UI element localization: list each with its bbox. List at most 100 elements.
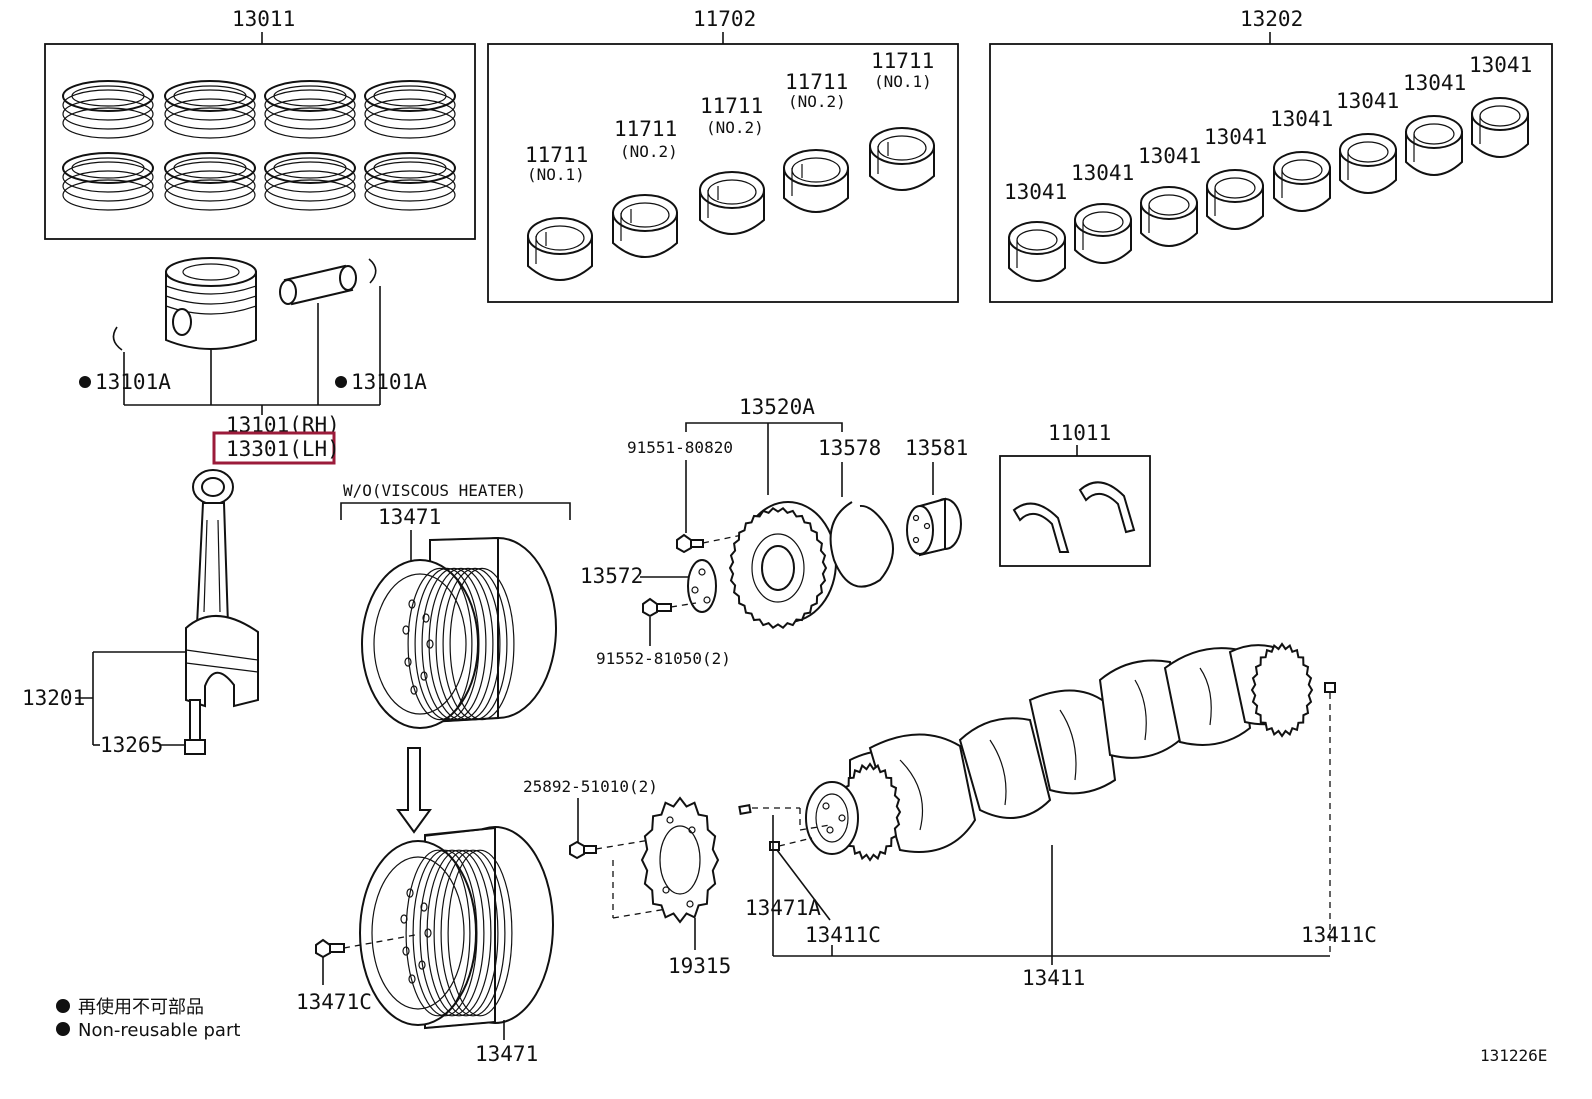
- pulley-variant-note: W/O(VISCOUS HEATER): [343, 481, 526, 500]
- crankshaft-pin-right: [1324, 682, 1336, 693]
- gear-bolt-bottom-label[interactable]: 91552-81050(2): [596, 649, 731, 668]
- crank-bearings: [527, 127, 935, 281]
- crank-bearing-label-3[interactable]: 11711: [700, 94, 763, 118]
- con-rod-bearing-label[interactable]: 13041: [1071, 161, 1134, 185]
- crank-bearing-note-5: (NO.1): [874, 72, 932, 91]
- con-rod-bearing-shell: [1008, 221, 1066, 282]
- snap-ring-gear: [829, 501, 894, 588]
- piston-ring: [364, 152, 456, 211]
- pulley-bottom-label[interactable]: 13471: [475, 1042, 538, 1066]
- group-label-gear-assembly[interactable]: 13520A: [739, 395, 815, 419]
- crank-bearing-note-2: (NO.2): [620, 142, 678, 161]
- group-label-con-rod-bearings[interactable]: 13202: [1240, 7, 1303, 31]
- piston-assembly: 13101A 13101A 13101(RH) 13301(LH): [79, 257, 427, 465]
- crankshaft: 13471A 13411C 13411C 13411: [738, 642, 1377, 990]
- gear-plate: [687, 559, 717, 613]
- con-rod-bearing-shell: [1405, 115, 1463, 176]
- crank-pulley-upper: W/O(VISCOUS HEATER) 13471: [340, 481, 571, 729]
- diagram-id: 131226E: [1480, 1046, 1547, 1065]
- highlight-box: [212, 431, 336, 465]
- gear-bolt-top-label[interactable]: 91551-80820: [627, 438, 733, 457]
- crank-bearing-label-5[interactable]: 11711: [871, 49, 934, 73]
- non-reusable-marker: [335, 376, 347, 388]
- piston-ring: [364, 80, 456, 139]
- crankshaft-key-label[interactable]: 13471A: [745, 896, 821, 920]
- snap-ring-right-label[interactable]: 13101A: [351, 370, 427, 394]
- piston-ring: [164, 152, 256, 211]
- crankshaft-pin-right-label[interactable]: 13411C: [1301, 923, 1377, 947]
- piston-ring: [62, 152, 154, 211]
- crank-bearing-note-4: (NO.2): [788, 92, 846, 111]
- legend-en: Non-reusable part: [78, 1020, 240, 1041]
- con-rod-label[interactable]: 13201: [22, 686, 85, 710]
- sleeve-label[interactable]: 13581: [905, 436, 968, 460]
- crankshaft-pin-left-label[interactable]: 13411C: [805, 923, 881, 947]
- gear-bolt-top: [676, 533, 704, 554]
- con-rod-bearing-label[interactable]: 13041: [1204, 125, 1267, 149]
- con-rod-bearings: [1008, 97, 1529, 282]
- thrust-washer: [1078, 481, 1136, 534]
- con-rod-bearing-shell: [1273, 151, 1331, 212]
- piston-ring: [264, 152, 356, 211]
- crank-gear-assembly: 13520A 91551-80820 13578 13581 13572: [580, 395, 968, 668]
- piston-pin: [279, 264, 357, 306]
- crank-bearing-group: 11702 11711 (NO.1) 11711 (NO.2) 11711 (N…: [487, 7, 959, 303]
- crank-bearing-shell: [527, 217, 593, 281]
- crankshaft-label[interactable]: 13411: [1022, 966, 1085, 990]
- thrust-washer-group: 11011: [999, 421, 1151, 567]
- pulley-top-label[interactable]: 13471: [378, 505, 441, 529]
- con-rod-bearing-shell: [1206, 169, 1264, 230]
- piston-ring: [164, 80, 256, 139]
- crank-bearing-shell: [869, 127, 935, 191]
- legend: 再使用不可部品 Non-reusable part: [56, 997, 240, 1041]
- gear-bolt-bottom: [642, 597, 672, 618]
- group-label-thrust-washers[interactable]: 11011: [1048, 421, 1111, 445]
- crank-bearing-note-1: (NO.1): [527, 165, 585, 184]
- con-rod-bearing-label[interactable]: 13041: [1336, 89, 1399, 113]
- snap-ring-left: [112, 326, 123, 351]
- con-rod-bearing-shell: [1471, 97, 1529, 158]
- drive-gear: [728, 501, 837, 629]
- pulley-bolt: [315, 938, 345, 959]
- piston-ring: [264, 80, 356, 139]
- piston-ring-set-group: 13011: [44, 7, 476, 240]
- plate-bolt-label[interactable]: 25892-51010(2): [523, 777, 658, 796]
- timing-plate-label[interactable]: 19315: [668, 954, 731, 978]
- con-rod-bearing-label[interactable]: 13041: [1403, 71, 1466, 95]
- piston-lh-label[interactable]: 13301(LH): [226, 437, 340, 461]
- snap-ring-left-label[interactable]: 13101A: [95, 370, 171, 394]
- crankshaft-pin-left: [769, 841, 780, 851]
- group-label-piston-rings[interactable]: 13011: [232, 7, 295, 31]
- connecting-rod: 13201 13265: [22, 469, 259, 757]
- plate-bolt: [569, 840, 597, 860]
- con-rod-bearing-shell: [1074, 203, 1132, 264]
- crank-bearing-label-2[interactable]: 11711: [614, 117, 677, 141]
- con-rod-bearing-label[interactable]: 13041: [1138, 144, 1201, 168]
- gear-plate-label[interactable]: 13572: [580, 564, 643, 588]
- crank-bearing-label-4[interactable]: 11711: [785, 70, 848, 94]
- crankshaft-key: [738, 804, 752, 815]
- group-label-crank-bearings[interactable]: 11702: [693, 7, 756, 31]
- con-rod-bolt: [184, 699, 206, 755]
- crank-pulley-lower: 13471 13471C: [296, 826, 554, 1066]
- piston: [165, 257, 257, 350]
- gear-sleeve: [906, 497, 962, 557]
- pulley-bolt-label[interactable]: 13471C: [296, 990, 372, 1014]
- thrust-washer: [1012, 502, 1070, 553]
- crank-bearing-shell: [612, 194, 678, 258]
- con-rod-bolt-label[interactable]: 13265: [100, 733, 163, 757]
- piston-rings: [62, 80, 456, 211]
- crank-bearing-label-1[interactable]: 11711: [525, 143, 588, 167]
- con-rod-bearing-label[interactable]: 13041: [1469, 53, 1532, 77]
- con-rod-bearing-group: 13202 13041 13041 13041 13041 13041 1304…: [989, 7, 1553, 303]
- crank-bearing-shell: [783, 149, 849, 213]
- gear-ring-label[interactable]: 13578: [818, 436, 881, 460]
- con-rod-bearing-label[interactable]: 13041: [1270, 107, 1333, 131]
- crank-bearing-shell: [699, 171, 765, 235]
- timing-plate-assembly: 25892-51010(2) 19315: [523, 777, 731, 978]
- legend-marker: [56, 999, 70, 1013]
- legend-jp: 再使用不可部品: [78, 997, 204, 1018]
- con-rod-bearing-label[interactable]: 13041: [1004, 180, 1067, 204]
- timing-plate: [640, 796, 720, 924]
